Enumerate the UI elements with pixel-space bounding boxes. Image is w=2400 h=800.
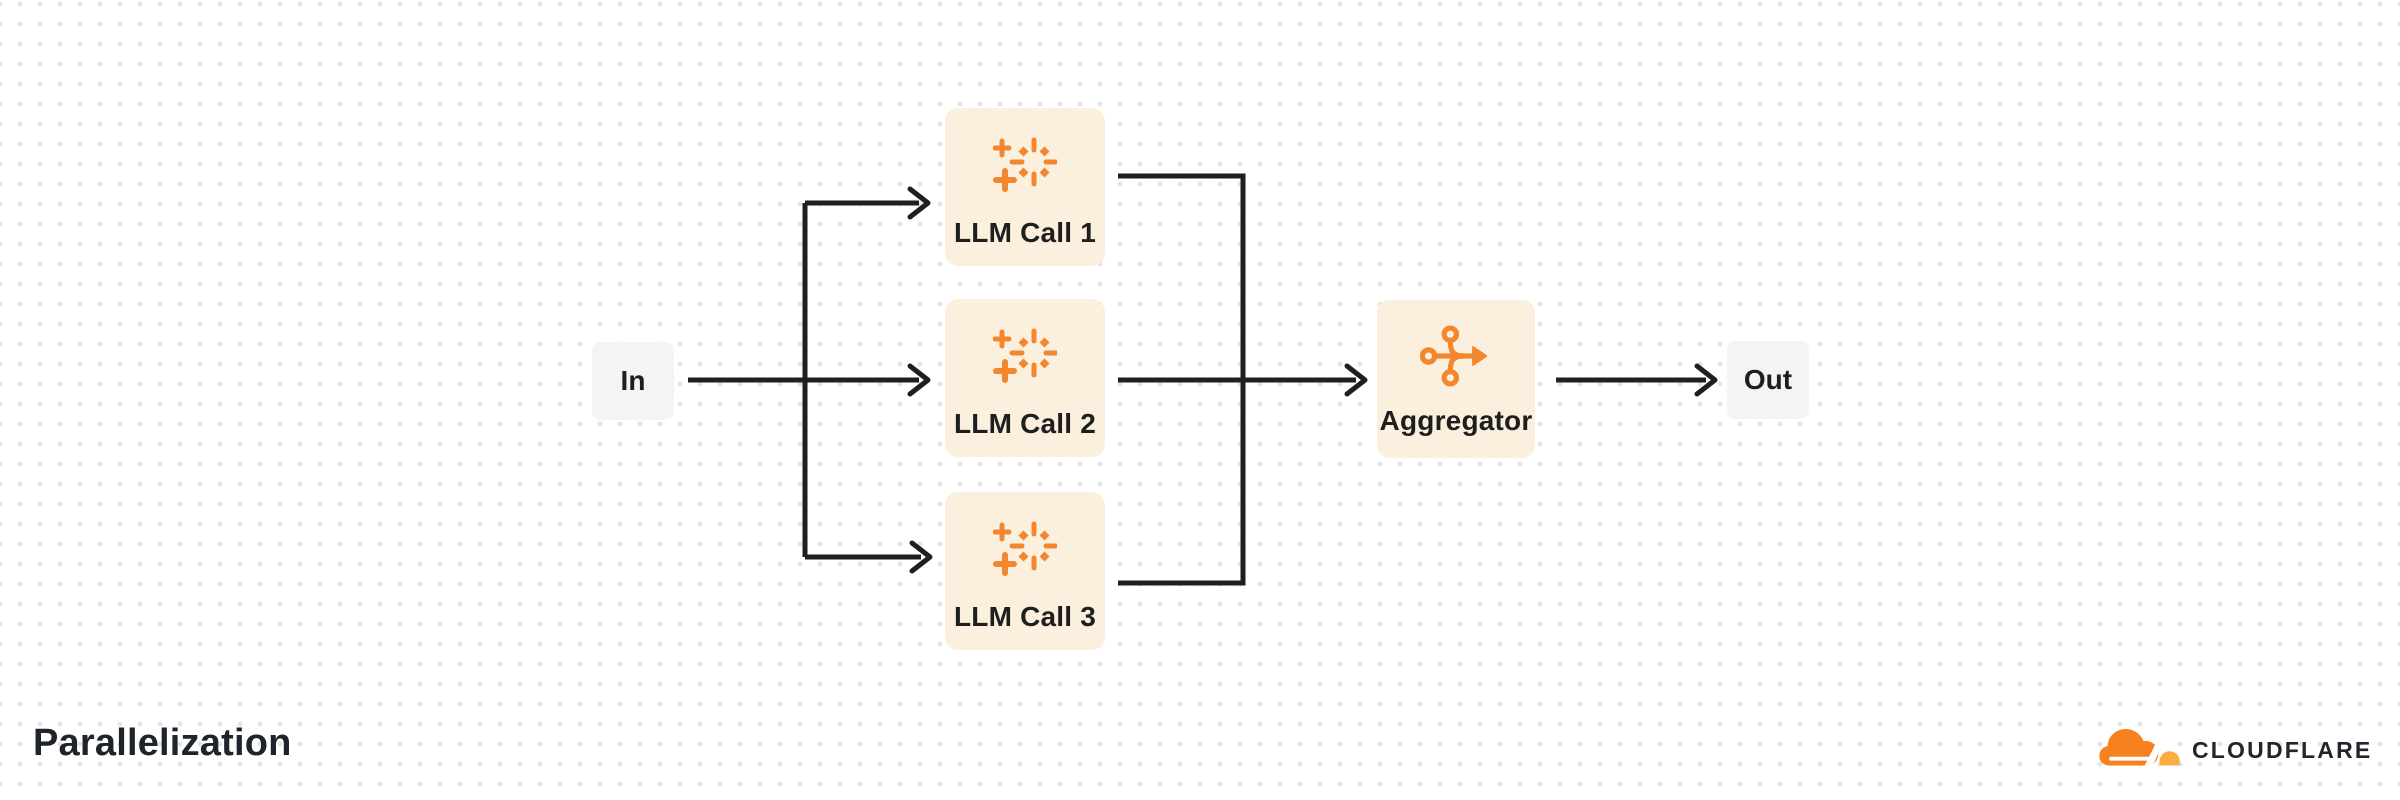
node-aggregator: Aggregator: [1377, 300, 1535, 458]
node-out: Out: [1727, 341, 1809, 419]
page-title: Parallelization: [33, 722, 292, 764]
cloudflare-cloud-icon: [2099, 726, 2183, 775]
arrowhead-out: [1694, 363, 1718, 397]
connector-merge: [1118, 173, 1246, 586]
node-aggregator-label: Aggregator: [1379, 405, 1533, 436]
node-llm-call-1-label: LLM Call 1: [953, 217, 1096, 248]
node-llm-call-2-label: LLM Call 2: [953, 408, 1096, 439]
node-out-label: Out: [1743, 364, 1793, 395]
arrowhead-llm1: [907, 186, 931, 220]
sparkles-icon: [993, 326, 1057, 386]
node-llm-call-2: LLM Call 2: [945, 299, 1105, 457]
merge-arrow-icon: [1420, 324, 1492, 388]
sparkles-icon: [993, 135, 1057, 195]
arrowhead-aggregator: [1344, 363, 1368, 397]
cloudflare-wordmark: CLOUDFLARE: [2192, 736, 2373, 763]
node-llm-call-1: LLM Call 1: [945, 108, 1105, 266]
arrowhead-llm2: [907, 363, 931, 397]
node-in: In: [592, 342, 674, 420]
arrowhead-llm3: [909, 540, 933, 574]
cloudflare-logo: CLOUDFLARE: [2099, 725, 2372, 775]
node-llm-call-3-label: LLM Call 3: [953, 601, 1096, 632]
node-llm-call-3: LLM Call 3: [945, 492, 1105, 650]
sparkles-icon: [993, 519, 1057, 579]
node-in-label: In: [620, 365, 646, 396]
